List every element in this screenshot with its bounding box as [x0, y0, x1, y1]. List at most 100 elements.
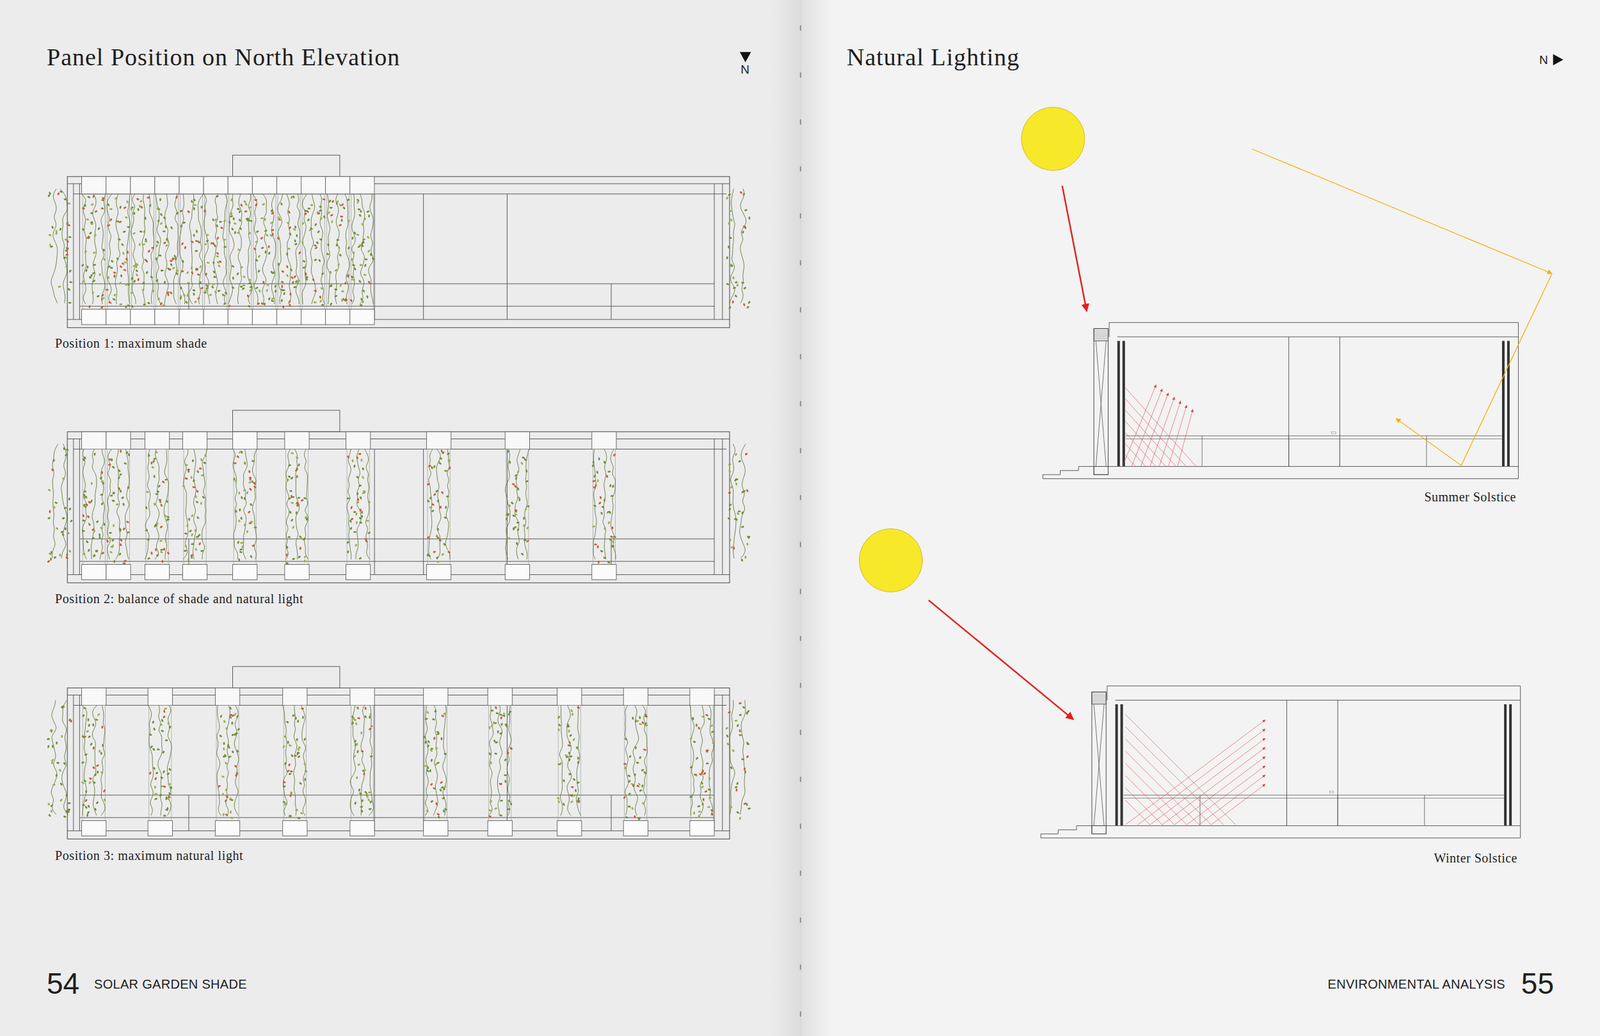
vine-leaf — [447, 459, 451, 463]
vine-stem — [729, 188, 735, 304]
vine-leaf — [61, 705, 65, 708]
vine-leaf — [728, 305, 732, 310]
vine-leaf — [51, 744, 54, 748]
vine-leaf — [230, 798, 234, 802]
vine-leaf — [144, 216, 147, 220]
vine-leaf — [195, 240, 199, 242]
vine-leaf — [87, 548, 91, 553]
vine-leaf — [53, 505, 56, 509]
vine-leaf — [85, 268, 88, 272]
vine-leaf — [260, 246, 264, 249]
vine-leaf — [92, 529, 96, 533]
vine-leaf — [746, 742, 750, 745]
vine-leaf — [232, 216, 235, 221]
vine-leaf — [184, 476, 188, 481]
binding-stitch — [800, 776, 802, 782]
vine-stem — [506, 705, 511, 816]
panel-cap — [154, 176, 180, 194]
vine-leaf — [276, 236, 280, 240]
vine-leaf — [56, 192, 61, 196]
vine-leaf — [423, 764, 427, 767]
vine-leaf — [745, 711, 749, 715]
vine-stem — [142, 193, 146, 304]
floor-line — [1105, 478, 1519, 479]
vine-leaf — [599, 549, 604, 553]
vine-leaf — [243, 496, 246, 500]
vine-leaf — [282, 305, 285, 309]
vine-leaf — [90, 202, 95, 207]
vine-leaf — [288, 510, 292, 514]
vine-leaf — [294, 468, 298, 472]
vine-leaf — [282, 785, 287, 788]
vine-leaf — [341, 218, 344, 223]
vine-leaf — [265, 233, 270, 237]
building-section — [1040, 685, 1520, 838]
vine-leaf — [253, 247, 257, 251]
vine-leaf — [433, 709, 438, 713]
trellis-brace — [1093, 704, 1104, 826]
vine-leaf — [743, 286, 747, 290]
vine-leaf — [280, 288, 285, 292]
vine-leaf — [263, 302, 266, 306]
vine-leaf — [240, 496, 244, 500]
vine-leaf — [254, 526, 258, 528]
vine-leaf — [200, 474, 204, 477]
vine-leaf — [119, 538, 123, 542]
trellis-frame — [82, 448, 105, 564]
reflected-light-line — [1125, 775, 1176, 825]
vine-leaf — [433, 736, 437, 740]
vine-leaf — [254, 199, 258, 201]
vine-leaf — [623, 762, 627, 765]
vine-leaf — [644, 713, 647, 717]
page-number: 55 — [1521, 968, 1554, 998]
vine-leaf — [150, 460, 153, 464]
vine-leaf — [364, 790, 368, 794]
structural-column — [1504, 704, 1507, 826]
vine-stem — [90, 448, 96, 559]
vine-leaf — [170, 225, 174, 230]
cap-slat — [1093, 333, 1108, 335]
vine-leaf — [698, 814, 701, 818]
window-transom — [79, 560, 715, 562]
vine-leaf — [331, 199, 335, 204]
vine-leaf — [596, 545, 600, 549]
vine-stem — [82, 705, 88, 816]
vine-leaf — [113, 197, 118, 200]
vine-leaf — [221, 293, 225, 297]
vine-leaf — [295, 737, 299, 742]
vine-leaf — [522, 523, 526, 527]
vine-leaf — [731, 748, 735, 752]
vine-leaf — [47, 801, 51, 806]
vine-leaf — [512, 482, 516, 486]
vine-leaf — [700, 784, 704, 788]
vine-leaf — [707, 805, 711, 808]
vine-leaf — [122, 268, 127, 272]
vine-leaf — [160, 212, 164, 217]
vine-leaf — [320, 216, 324, 221]
vine-leaf — [515, 509, 518, 513]
window-transom — [79, 794, 715, 795]
vine-leaf — [695, 756, 699, 760]
vine-leaf — [236, 748, 240, 753]
reflected-light-line — [1186, 765, 1266, 825]
reflected-light-line — [1168, 405, 1188, 467]
vine-leaf — [49, 803, 54, 808]
vine-leaf — [119, 488, 123, 493]
vine-leaf — [130, 276, 134, 280]
vine-leaf — [347, 246, 351, 251]
vine-leaf — [744, 769, 747, 774]
planter-box — [106, 309, 131, 325]
vine-leaf — [148, 771, 152, 776]
vine-leaf — [358, 452, 362, 455]
vine-leaf — [707, 787, 712, 792]
vine-leaf — [357, 497, 360, 502]
gutter-shadow — [801, 0, 832, 1036]
vine-leaf — [48, 813, 52, 817]
vine-leaf — [287, 740, 290, 744]
vine-leaf — [568, 754, 573, 758]
vine-stem — [92, 705, 97, 816]
vine-leaf — [152, 502, 157, 507]
vine-leaf — [119, 264, 123, 269]
reflected-light-line — [1125, 726, 1224, 825]
binding-stitch — [800, 494, 802, 500]
